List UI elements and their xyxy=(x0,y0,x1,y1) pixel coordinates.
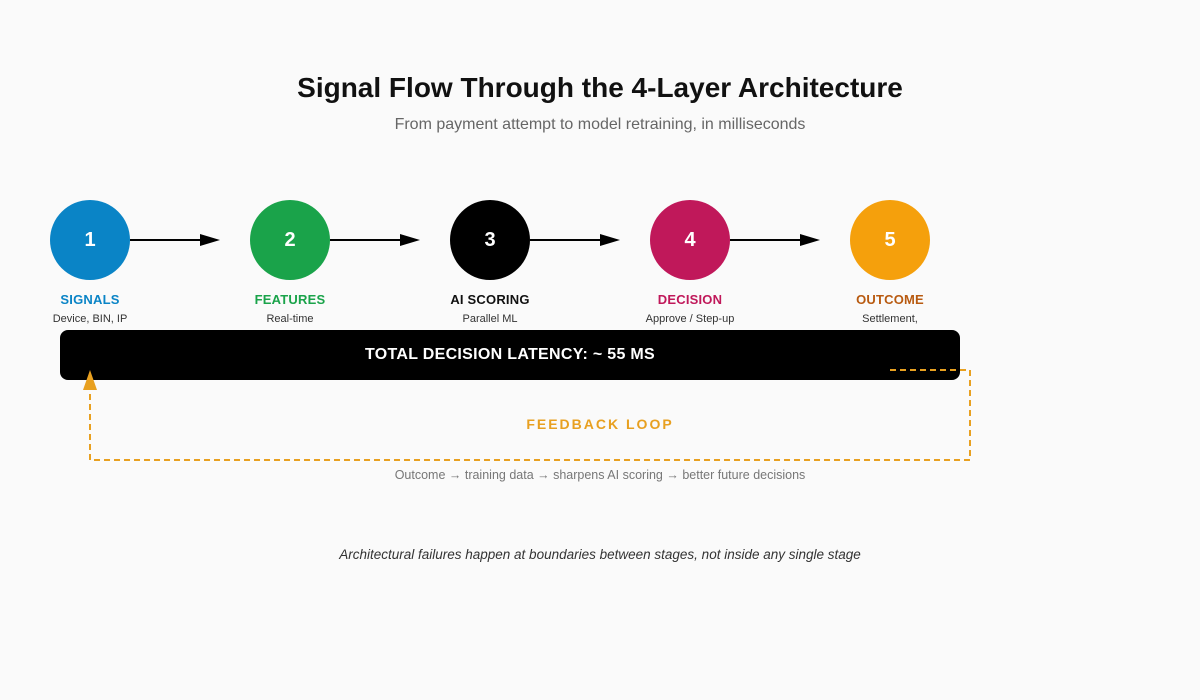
footnote: Architectural failures happen at boundar… xyxy=(339,547,861,562)
stage-2-circle: 2 xyxy=(250,200,330,280)
stage-1-desc: Device, BIN, IP xyxy=(52,313,128,325)
stage-1-name: SIGNALS xyxy=(60,292,120,307)
stage-4-desc: Approve / Step-up xyxy=(645,313,735,325)
feedback-loop-description: Outcome → training data → sharpens AI sc… xyxy=(394,468,806,482)
stage-features: 2 FEATURES Real-time xyxy=(200,200,380,327)
stage-2-desc: Real-time xyxy=(266,313,314,325)
stage-3-name: AI SCORING xyxy=(450,292,530,307)
stage-5-desc: Settlement, xyxy=(862,313,918,325)
diagram-title: Signal Flow Through the 4-Layer Architec… xyxy=(297,72,903,103)
stage-3-desc: Parallel ML xyxy=(462,313,518,325)
stage-decision: 4 DECISION Approve / Step-up xyxy=(600,200,780,327)
stage-5-circle: 5 xyxy=(850,200,930,280)
latency-label: TOTAL DECISION LATENCY: ~ 55 MS xyxy=(364,346,656,363)
stage-4-name: DECISION xyxy=(657,292,723,307)
arrow-right-icon xyxy=(130,234,220,246)
stage-outcome: 5 OUTCOME Settlement, xyxy=(800,200,980,327)
stage-4-circle: 4 xyxy=(650,200,730,280)
stage-ai-scoring: 3 AI SCORING Parallel ML xyxy=(400,200,580,327)
latency-bar: TOTAL DECISION LATENCY: ~ 55 MS xyxy=(60,330,960,380)
stage-3-circle: 3 xyxy=(450,200,530,280)
arrow-right-icon xyxy=(530,234,620,246)
stage-5-name: OUTCOME xyxy=(856,292,924,307)
arrow-right-icon xyxy=(330,234,420,246)
stage-1-circle: 1 xyxy=(50,200,130,280)
stage-signals: 1 SIGNALS Device, BIN, IP xyxy=(0,200,180,327)
diagram-subtitle: From payment attempt to model retraining… xyxy=(394,116,806,133)
feedback-loop-label: FEEDBACK LOOP xyxy=(526,416,674,432)
arrow-right-icon xyxy=(730,234,820,246)
stage-2-name: FEATURES xyxy=(254,292,326,307)
